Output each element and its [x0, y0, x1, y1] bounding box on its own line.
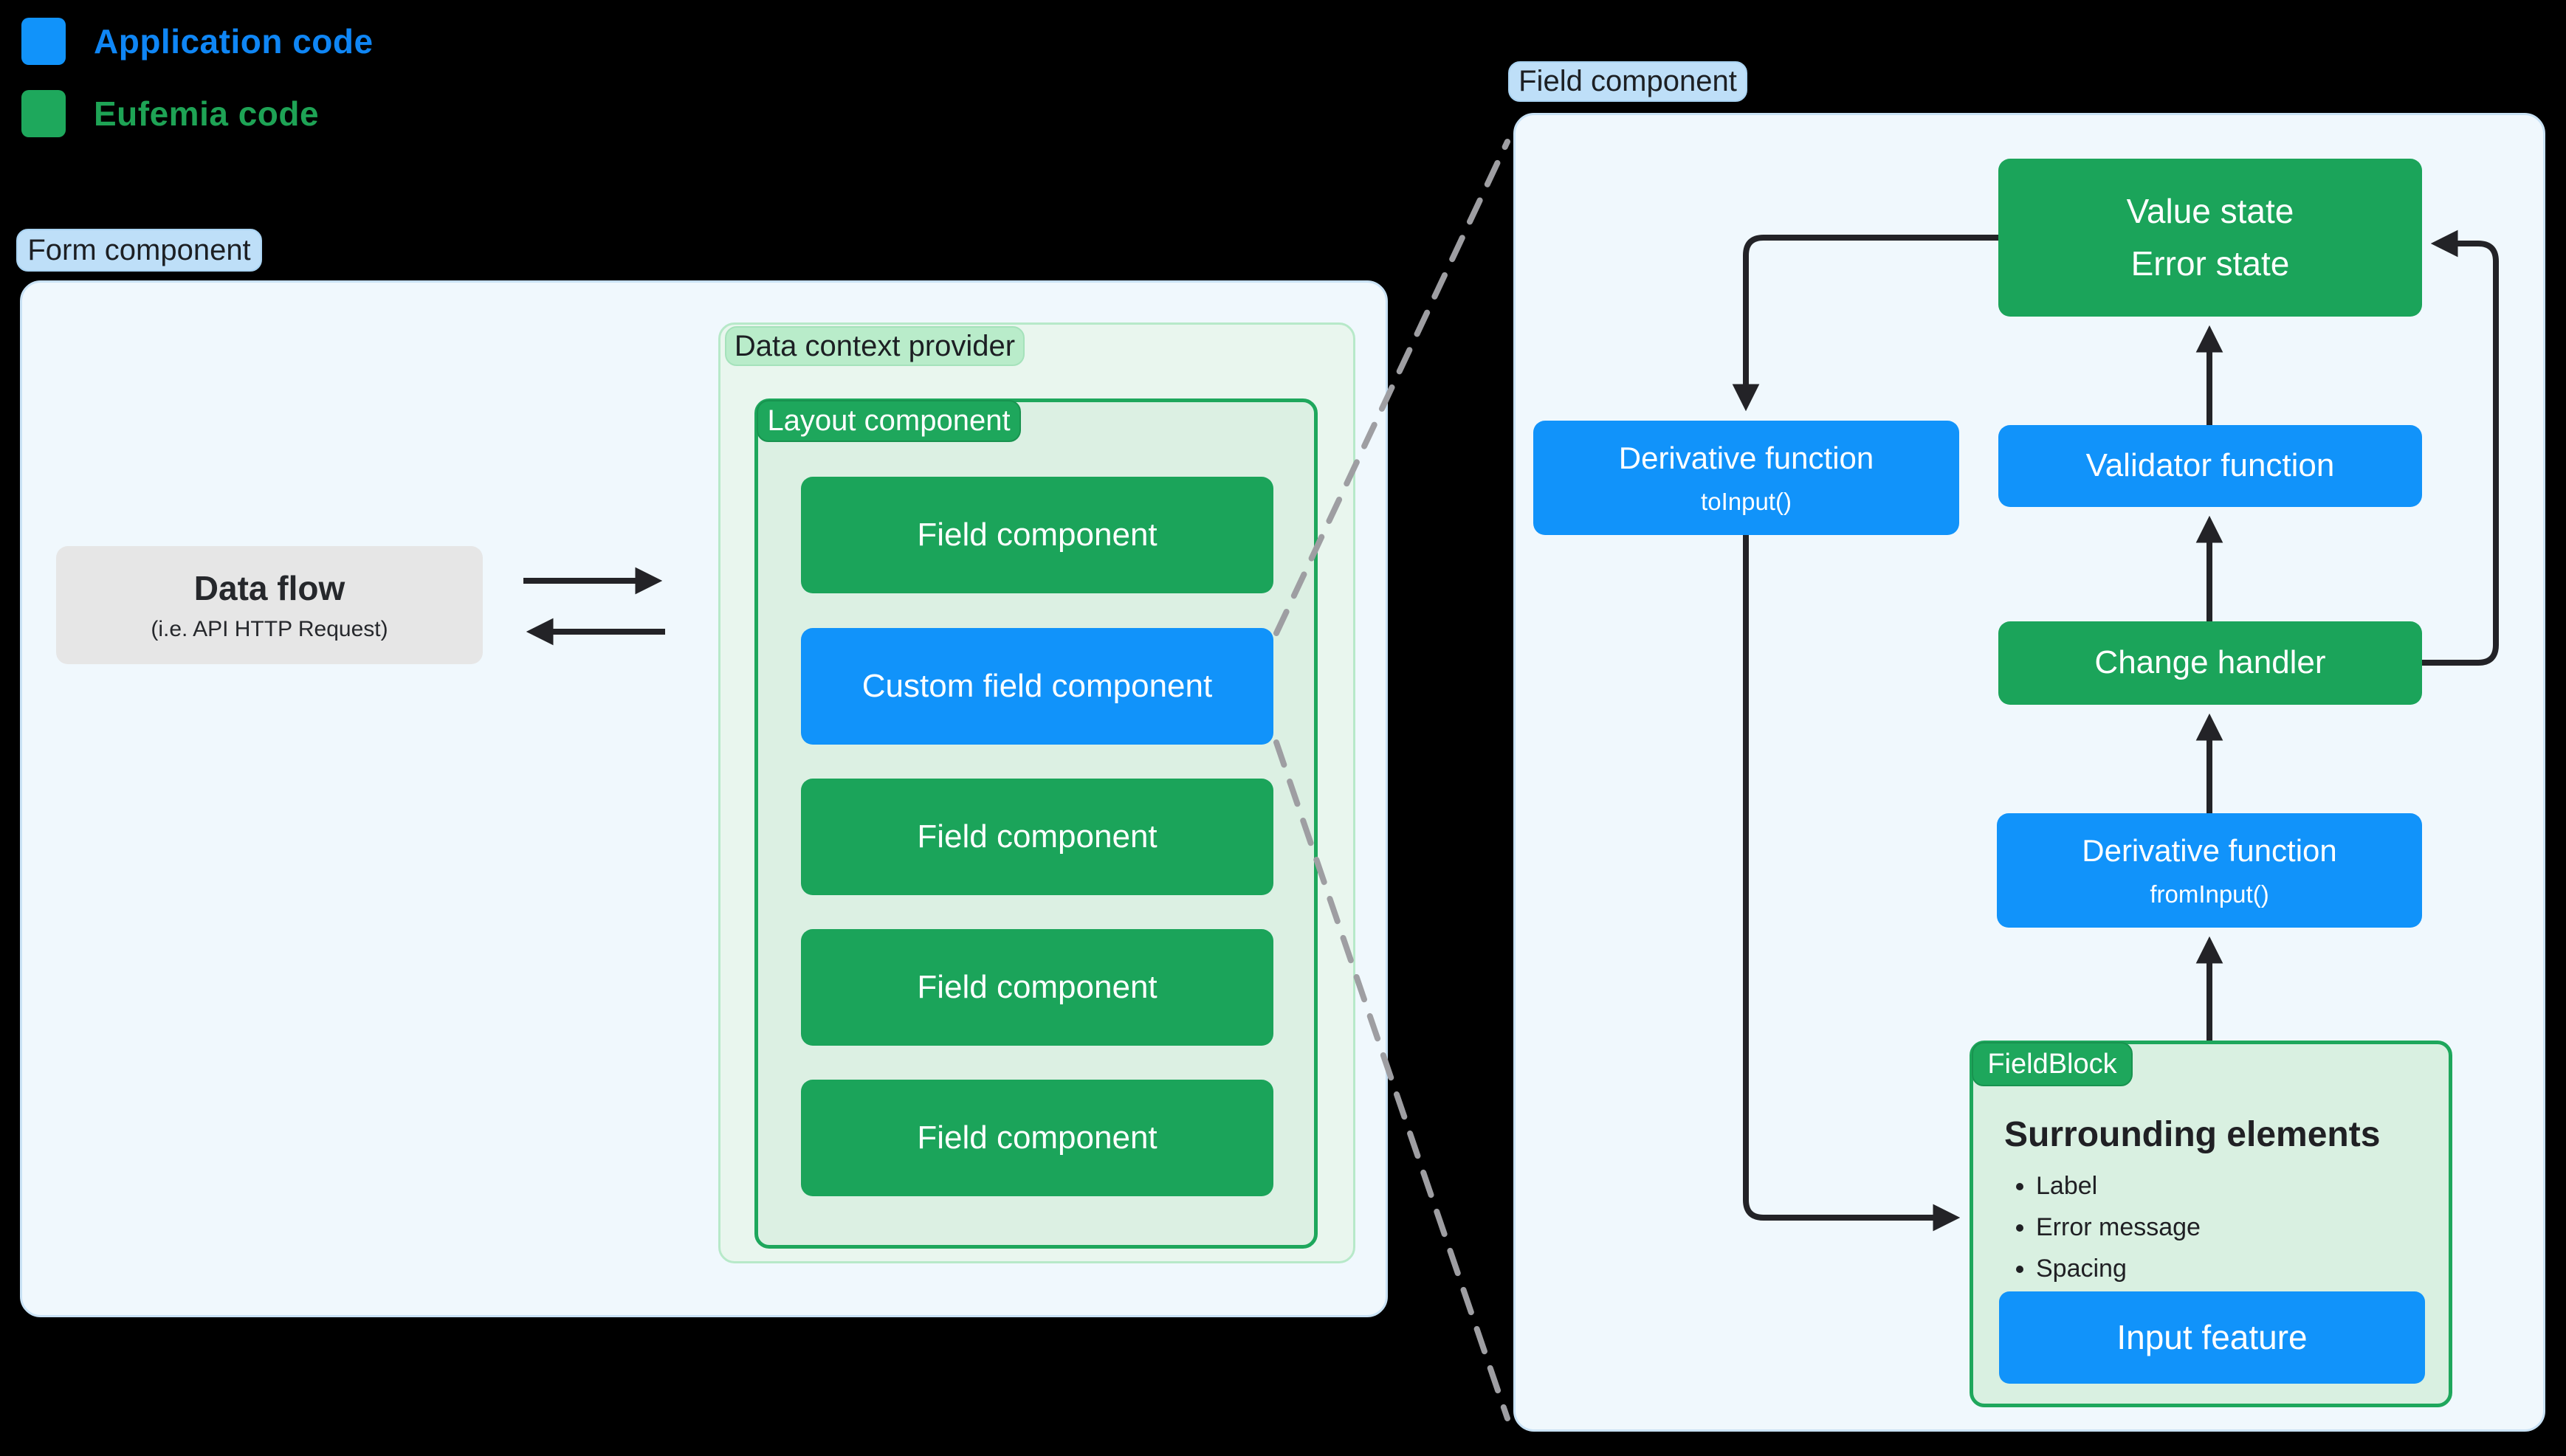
input-feature-box: Input feature — [1999, 1291, 2425, 1384]
derivative-toinput-box: Derivative function toInput() — [1533, 421, 1959, 535]
data-context-provider-badge: Data context provider — [725, 326, 1025, 366]
validator-function-label: Validator function — [2085, 447, 2335, 484]
derivative-frominput-title: Derivative function — [2082, 832, 2337, 868]
application-code-swatch — [21, 18, 66, 65]
legend-label-eufemia: Eufemia code — [94, 94, 320, 133]
data-flow-title: Data flow — [193, 569, 345, 607]
input-feature-label: Input feature — [2116, 1317, 2308, 1356]
field-component-label: Field component — [917, 1119, 1158, 1156]
validator-function-box: Validator function — [1998, 425, 2422, 507]
field-component-box-2: Field component — [801, 779, 1273, 895]
list-item-spacing: Spacing — [2036, 1255, 2407, 1283]
value-state-line: Value state — [2126, 191, 2294, 230]
legend-label-application: Application code — [94, 22, 374, 61]
derivative-frominput-box: Derivative function fromInput() — [1997, 813, 2422, 928]
eufemia-code-swatch — [21, 90, 66, 137]
field-component-box-1: Field component — [801, 477, 1273, 593]
data-flow-subtitle: (i.e. API HTTP Request) — [151, 617, 388, 641]
surrounding-elements-list: Label Error message Spacing — [1993, 1172, 2407, 1296]
data-flow-box: Data flow (i.e. API HTTP Request) — [56, 546, 483, 664]
layout-component-badge: Layout component — [757, 400, 1021, 442]
field-component-label: Field component — [917, 968, 1158, 1005]
legend-row-eufemia: Eufemia code — [21, 90, 319, 137]
fieldblock-badge: FieldBlock — [1972, 1042, 2133, 1086]
list-item-error-message: Error message — [2036, 1213, 2407, 1242]
custom-field-component-box: Custom field component — [801, 628, 1273, 745]
custom-field-component-label: Custom field component — [861, 667, 1213, 704]
surrounding-elements-heading: Surrounding elements — [2004, 1115, 2381, 1154]
field-component-box-3: Field component — [801, 929, 1273, 1046]
legend-row-application: Application code — [21, 18, 374, 65]
derivative-frominput-code: fromInput() — [2150, 880, 2269, 908]
form-component-badge: Form component — [16, 229, 262, 272]
field-component-label: Field component — [917, 818, 1158, 855]
change-handler-box: Change handler — [1998, 621, 2422, 705]
list-item-label: Label — [2036, 1172, 2407, 1201]
error-state-line: Error state — [2130, 244, 2290, 283]
derivative-toinput-title: Derivative function — [1618, 440, 1874, 475]
change-handler-label: Change handler — [2094, 644, 2326, 681]
derivative-toinput-code: toInput() — [1701, 487, 1792, 515]
field-component-detail-badge: Field component — [1508, 61, 1747, 102]
field-component-box-4: Field component — [801, 1080, 1273, 1196]
field-component-label: Field component — [917, 516, 1158, 553]
value-state-box: Value state Error state — [1998, 159, 2422, 317]
